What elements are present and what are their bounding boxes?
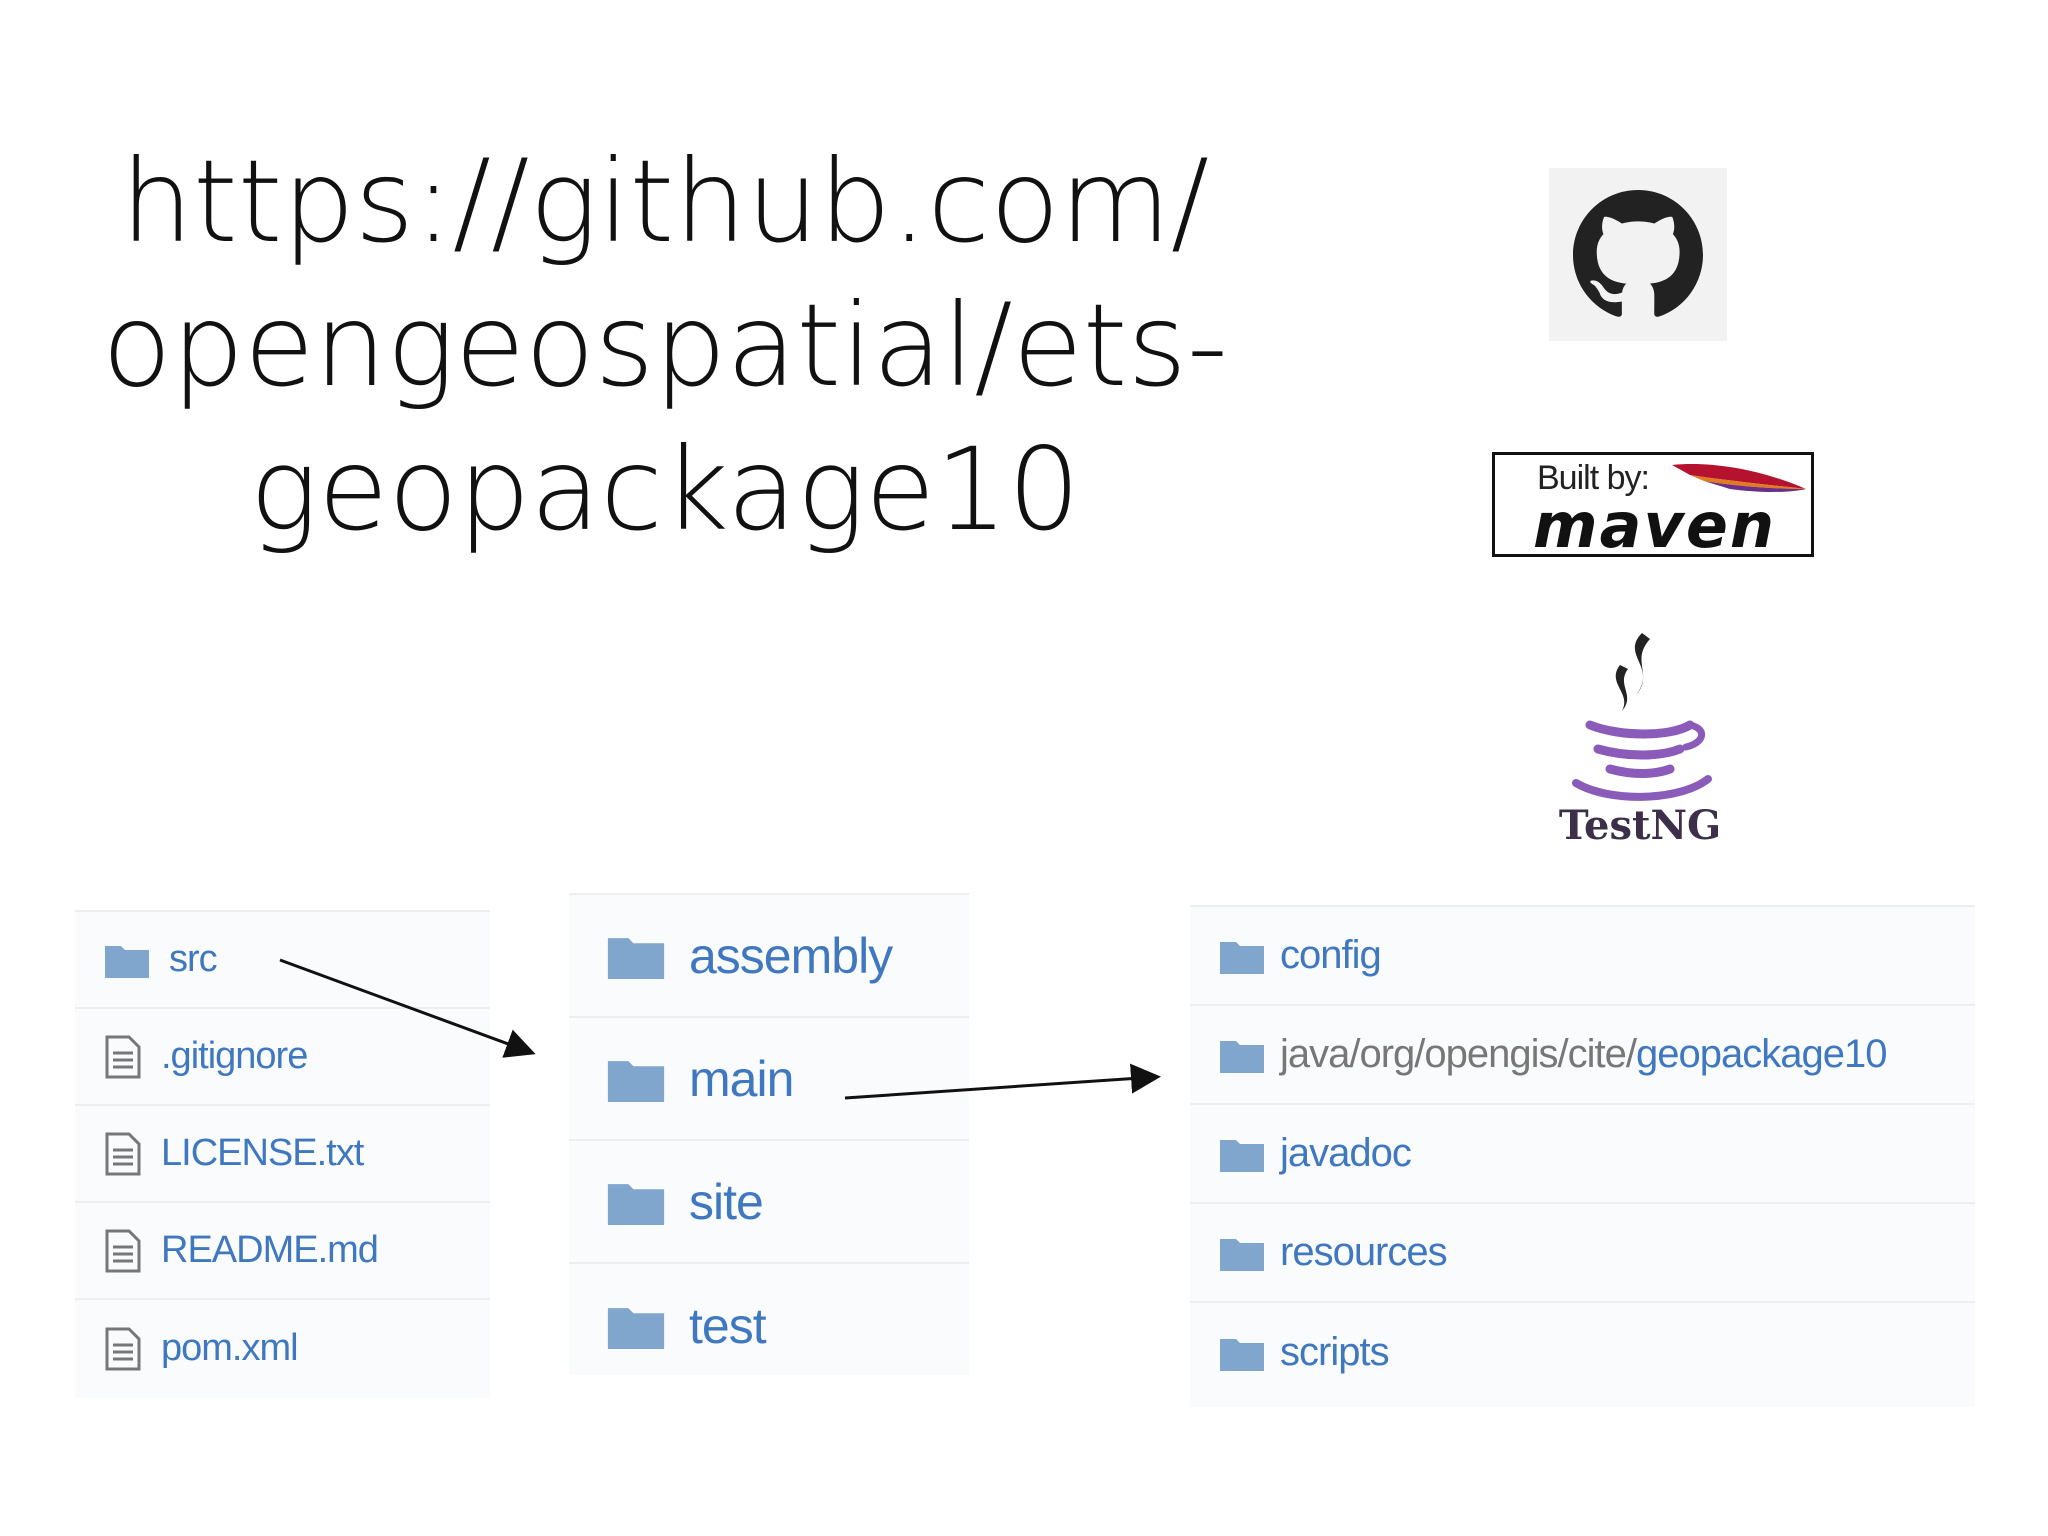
list-item-label[interactable]: .gitignore: [161, 1035, 308, 1077]
folder-icon: [1220, 1040, 1264, 1073]
list-item-config[interactable]: config: [1190, 907, 1975, 1006]
arrow-main-to-subfolders: [844, 1063, 1161, 1100]
folder-icon: [1220, 1338, 1264, 1371]
path-prefix: java/org/opengis/cite/: [1280, 1032, 1637, 1076]
list-item-label[interactable]: LICENSE.txt: [161, 1132, 364, 1174]
list-item-src[interactable]: src: [75, 912, 490, 1009]
list-item-label[interactable]: site: [689, 1173, 764, 1230]
list-item-test[interactable]: test: [569, 1264, 969, 1387]
maven-built-by-text: Built by:: [1537, 459, 1650, 497]
repo-url-title: https://github.com/ opengeospatial/ets- …: [60, 130, 1270, 562]
src-folder-list: assembly main site test: [569, 893, 969, 1375]
repo-url-line-2: opengeospatial/ets-: [101, 279, 1229, 412]
folder-icon: [607, 1307, 665, 1349]
folder-icon: [1220, 941, 1264, 974]
list-item-label[interactable]: scripts: [1280, 1330, 1390, 1374]
folder-icon: [607, 1060, 665, 1102]
list-item-label[interactable]: src: [169, 938, 218, 980]
list-item-label[interactable]: main: [689, 1050, 794, 1107]
list-item-assembly[interactable]: assembly: [569, 895, 969, 1018]
github-octocat-icon: [1573, 189, 1703, 317]
arrow-src-to-main: [279, 958, 536, 1058]
main-folder-list: config java/org/opengis/cite/geopackage1…: [1190, 905, 1975, 1407]
repo-url-line-3: geopackage10: [249, 423, 1081, 556]
list-item-license[interactable]: LICENSE.txt: [75, 1106, 490, 1203]
folder-icon: [607, 937, 665, 979]
list-item-label[interactable]: README.md: [161, 1229, 379, 1271]
list-item-label[interactable]: java/org/opengis/cite/geopackage10: [1280, 1032, 1887, 1077]
apache-feather-icon: [1672, 464, 1806, 492]
folder-icon: [105, 945, 149, 978]
testng-wordmark: TestNG: [1558, 802, 1722, 849]
list-item-label[interactable]: assembly: [689, 927, 893, 984]
maven-wordmark: maven: [1533, 489, 1777, 562]
repo-root-file-list: src .gitignore LICENSE.txt README.md pom…: [75, 910, 490, 1398]
list-item-readme[interactable]: README.md: [75, 1203, 490, 1300]
list-item-label[interactable]: config: [1280, 933, 1382, 977]
file-icon: [105, 1229, 141, 1272]
path-leaf[interactable]: geopackage10: [1636, 1032, 1887, 1076]
list-item-label[interactable]: javadoc: [1280, 1131, 1412, 1175]
list-item-label[interactable]: test: [689, 1297, 767, 1354]
file-icon: [105, 1327, 141, 1370]
list-item-java-path[interactable]: java/org/opengis/cite/geopackage10: [1190, 1006, 1975, 1105]
folder-icon: [1220, 1238, 1264, 1271]
list-item-gitignore[interactable]: .gitignore: [75, 1009, 490, 1106]
file-icon: [105, 1035, 141, 1078]
list-item-pom[interactable]: pom.xml: [75, 1300, 490, 1397]
list-item-site[interactable]: site: [569, 1141, 969, 1264]
maven-badge: Built by: maven: [1492, 452, 1814, 562]
folder-icon: [607, 1183, 665, 1225]
list-item-javadoc[interactable]: javadoc: [1190, 1105, 1975, 1204]
list-item-label[interactable]: resources: [1280, 1230, 1448, 1274]
folder-icon: [1220, 1139, 1264, 1172]
list-item-resources[interactable]: resources: [1190, 1204, 1975, 1303]
list-item-scripts[interactable]: scripts: [1190, 1303, 1975, 1402]
repo-url-line-1: https://github.com/: [120, 135, 1210, 268]
list-item-label[interactable]: pom.xml: [161, 1327, 299, 1369]
file-icon: [105, 1132, 141, 1175]
testng-coffee-cup-icon: [1572, 633, 1712, 801]
github-logo: [1549, 168, 1727, 341]
list-item-main[interactable]: main: [569, 1018, 969, 1141]
